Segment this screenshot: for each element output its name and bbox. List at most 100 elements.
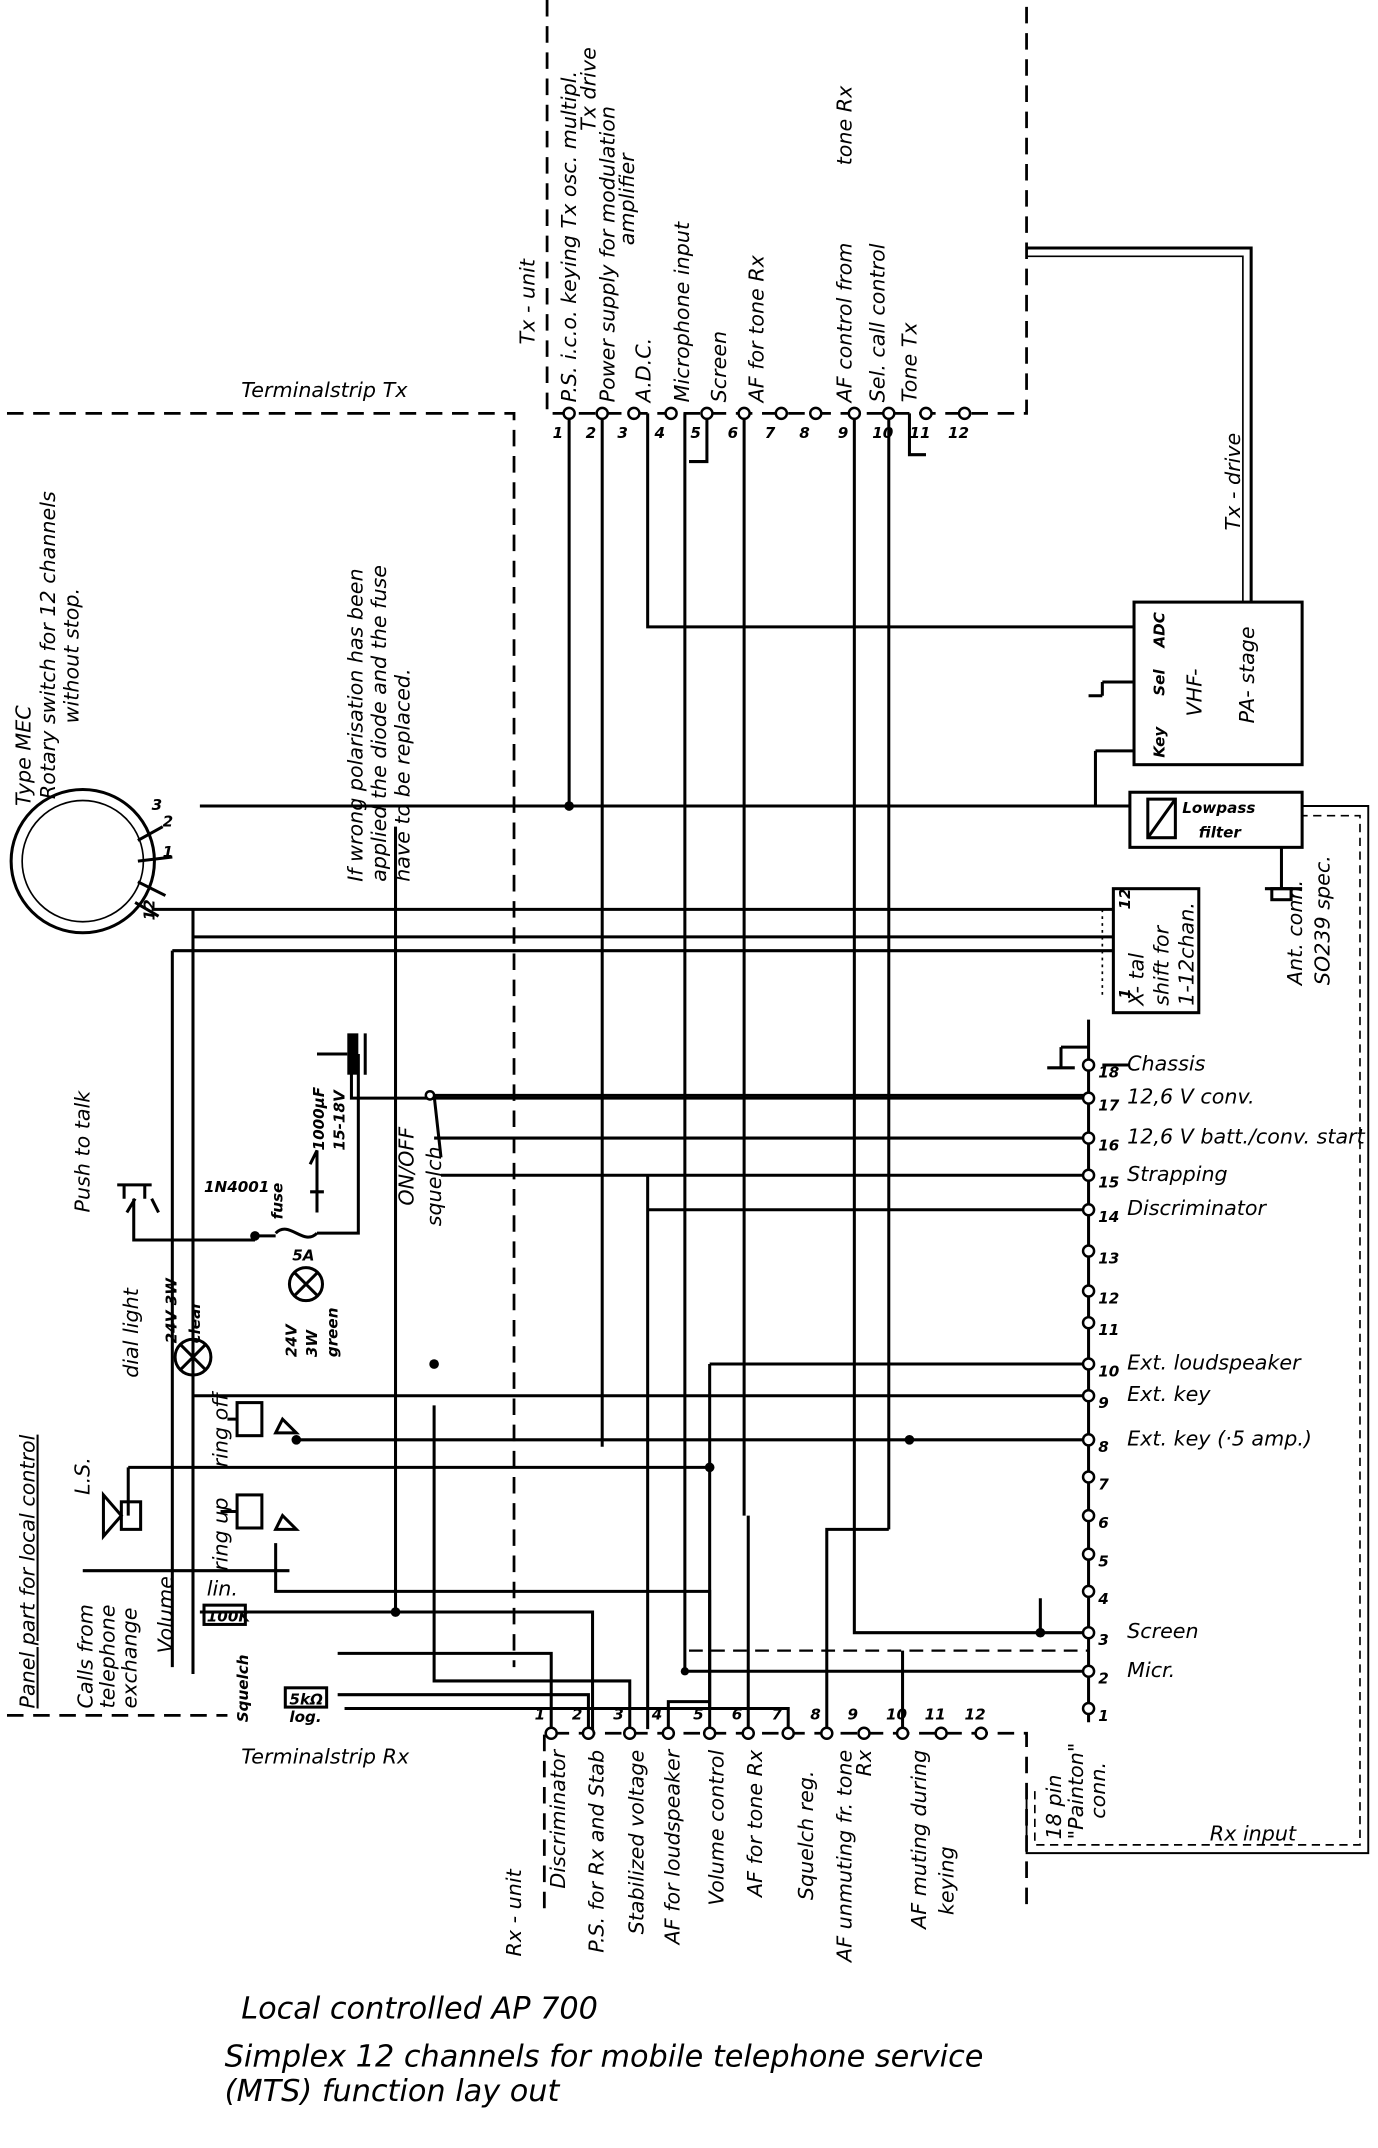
tx-terminal-pin (919, 406, 933, 421)
loudspeaker-label: L.S. (71, 1457, 95, 1495)
tx-pin8-label-2: tone Rx (833, 85, 857, 165)
connector-pin (1081, 1168, 1096, 1183)
rx-terminal-pin (544, 1726, 558, 1741)
connector-pin-number: 5 (1098, 1553, 1109, 1571)
tx-pin-number: 4 (654, 424, 666, 442)
tx-unit-box (545, 0, 1028, 415)
tx-drive-line (1026, 246, 1253, 603)
squelch-pot-value: 5kΩ (289, 1690, 323, 1708)
terminalstrip-rx-label: Terminalstrip Rx (241, 1745, 410, 1769)
connector-pin-label: Micr. (1127, 1658, 1175, 1682)
onoff-label: ON/OFF (394, 1126, 418, 1206)
connector-pin-number: 3 (1098, 1631, 1109, 1649)
rx-terminal-pin (974, 1726, 988, 1741)
rx-pin-number: 4 (651, 1706, 663, 1724)
tx-pin2-label-2: amplifier (615, 152, 639, 245)
capacitor-label-1: 1000μF (310, 1086, 328, 1150)
connector-pin (1081, 1433, 1096, 1447)
caption-line-3: (MTS) function lay out (225, 2074, 561, 2109)
rx-pin-number: 8 (810, 1706, 821, 1724)
lamp-green-label-2: 3W (303, 1329, 321, 1358)
rx-terminal-pin (661, 1726, 676, 1741)
connector-pin-number: 10 (1098, 1362, 1119, 1380)
connector-pin-label: Strapping (1127, 1162, 1228, 1186)
tx-pin-number: 6 (728, 424, 739, 442)
polarity-note-2: applied the diode and the fuse (367, 565, 391, 882)
connector-pin-number: 16 (1098, 1136, 1119, 1154)
connector-pin-label: Chassis (1127, 1052, 1205, 1076)
xtal-pin1-label: 1 (1116, 988, 1134, 999)
fuse-label: fuse (269, 1183, 287, 1220)
ring-up-label: ring up (208, 1497, 232, 1570)
diode-label: 1N4001 (204, 1178, 269, 1196)
rx-terminal-pin (581, 1726, 596, 1741)
volume-lin-label: lin. (207, 1576, 238, 1600)
connector-pin-label: Ext. key (1127, 1382, 1211, 1406)
diode-icon (308, 1149, 324, 1213)
xtal-pin12-label: 12 (1116, 888, 1134, 909)
tx-terminal-pin (700, 406, 714, 421)
rx-pin-number: 11 (925, 1706, 946, 1724)
rx-pin8-label: AF unmuting fr. tone (833, 1750, 857, 1964)
tx-pin8-label: AF control from (833, 243, 857, 405)
polarity-note-1: If wrong polarisation has been (343, 568, 367, 881)
squelch-pot-icon (283, 1686, 329, 1709)
xtal-label-2: shift for (1149, 924, 1173, 1005)
connector-pin-number: 14 (1098, 1208, 1119, 1226)
connector-pin (1081, 1584, 1096, 1599)
antenna-label-2: SO239 spec. (1311, 855, 1335, 985)
rx-pin-number: 3 (613, 1706, 624, 1724)
connector-pin-number: 6 (1098, 1514, 1109, 1532)
connector-pin (1081, 1357, 1096, 1371)
rx-pin-number: 6 (732, 1706, 743, 1724)
connector-pin-label: Discriminator (1127, 1196, 1267, 1220)
connector-pin-number: 8 (1098, 1438, 1109, 1456)
tx-pin-number: 5 (690, 424, 701, 442)
connector-pin-number: 13 (1098, 1249, 1119, 1267)
connector-pin-number: 7 (1098, 1475, 1109, 1493)
tx-pin4-label: Microphone input (670, 221, 694, 402)
switch-pos-2: 2 (163, 813, 174, 831)
panel-title: Panel part for local control (16, 1434, 40, 1708)
tx-terminal-pin (957, 406, 972, 421)
squelch-switch-label: squelch (422, 1146, 446, 1226)
dial-light-lamp-icon (173, 1337, 213, 1377)
rx-terminal-pin (741, 1726, 755, 1741)
connector-pin (1081, 1244, 1096, 1258)
tx-pin1-label-2: Tx drive (576, 47, 600, 131)
rx-pin5-label: Volume control (704, 1750, 728, 1906)
tx-terminal-pin (595, 406, 609, 421)
tx-unit-title: Tx - unit (516, 258, 540, 344)
rx-pin-number: 5 (693, 1706, 704, 1724)
tx-pin-number: 2 (586, 424, 597, 442)
tx-pin-number: 11 (909, 424, 930, 442)
lamp-green-label-3: green (324, 1308, 342, 1358)
connector-pin (1081, 1508, 1096, 1523)
rx-terminal-pin (623, 1726, 637, 1741)
connector-title-1: 18 pin (1042, 1775, 1066, 1840)
tx-terminal-pin (847, 406, 862, 421)
tx-pin-number: 1 (553, 424, 564, 442)
capacitor-icon (316, 1033, 367, 1075)
rx-pin6-label: AF for tone Rx (743, 1749, 767, 1899)
mec-label-1: Type MEC (11, 705, 35, 806)
tx-terminal-pin (562, 406, 576, 421)
lowpass-filter-block (1128, 790, 1304, 849)
pa-stage-label: PA- stage (1235, 626, 1259, 723)
switch-pos-3: 3 (152, 796, 163, 814)
xtal-shift-block (1111, 887, 1201, 1015)
rx-pin-number: 1 (535, 1706, 546, 1724)
rx-pin10-label: AF muting during (907, 1750, 931, 1931)
connector-pin-label: 12,6 V conv. (1127, 1085, 1254, 1109)
rx-pin8-label-2: Rx (852, 1749, 876, 1776)
caption-line-2: Simplex 12 channels for mobile telephone… (225, 2040, 984, 2075)
connector-pin (1081, 1625, 1096, 1640)
rx-terminal-pin (702, 1726, 717, 1741)
connector-title-3: conn. (1086, 1762, 1110, 1819)
antenna-connector-icon (1264, 847, 1303, 902)
mec-label-3: without stop. (60, 588, 84, 723)
lamp-clear-label-1: 24V 3W (162, 1277, 180, 1344)
lamp-clear-label-2: clear (186, 1300, 204, 1344)
volume-pot-value: 100K (207, 1608, 252, 1626)
lamp-green-label-1: 24V (282, 1323, 300, 1357)
